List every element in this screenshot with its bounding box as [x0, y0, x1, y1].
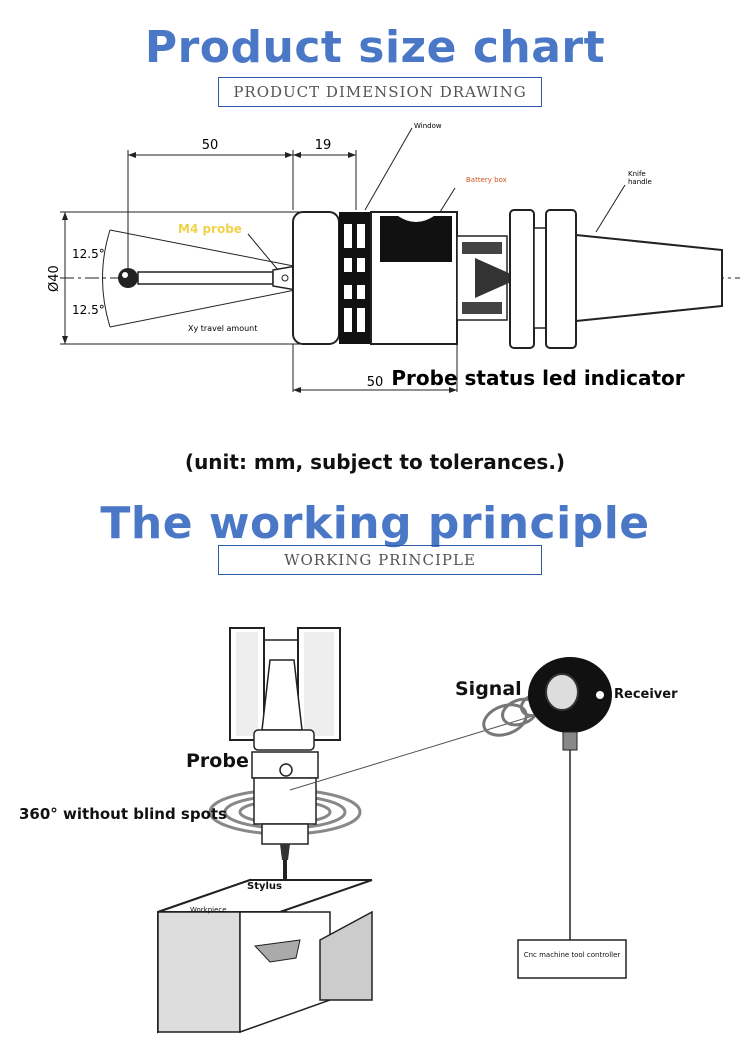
- working-principle-title: The working principle: [100, 498, 650, 549]
- receiver-label: Receiver: [614, 687, 678, 702]
- probe-body: [253, 777, 317, 825]
- led-indicator-label: Probe status led indicator: [391, 366, 684, 390]
- dim-50-bottom-label: 50: [367, 375, 384, 390]
- angle-top-label: 12.5°: [72, 247, 105, 261]
- window-label: Window: [414, 122, 442, 130]
- diameter-label: Ø40: [47, 265, 62, 292]
- workpiece-label: Workpiece: [190, 906, 227, 914]
- dimension-subtitle: PRODUCT DIMENSION DRAWING: [233, 83, 527, 101]
- dimension-drawing: 50 19 Ø40 12.5° 12.5° Xy travel amount M…: [47, 122, 740, 393]
- xy-travel-label: Xy travel amount: [188, 324, 257, 333]
- knife-handle-taper: [575, 233, 723, 323]
- led-window: [279, 763, 293, 777]
- probe-label: Probe: [186, 750, 249, 772]
- dim-19-label: 19: [315, 138, 332, 153]
- battery-box: [380, 216, 452, 262]
- tool-holder: [261, 659, 303, 731]
- signal-ring-1: [482, 703, 528, 737]
- probe-body-front: [292, 211, 340, 345]
- dim-50-top-label: 50: [202, 138, 219, 153]
- size-chart-title: Product size chart: [144, 22, 606, 73]
- signal-label: Signal: [455, 678, 522, 700]
- receiver-body: [528, 657, 612, 733]
- xy-travel-arc: [102, 229, 111, 328]
- stylus-label: Stylus: [247, 881, 282, 892]
- controller-label: Cnc machine tool controller: [523, 951, 621, 959]
- stylus-ball: [118, 268, 138, 288]
- m4-probe-label: M4 probe: [178, 222, 242, 236]
- unit-note: (unit: mm, subject to tolerances.): [184, 450, 566, 474]
- stylus-shaft: [137, 271, 274, 285]
- dimension-subtitle-box: PRODUCT DIMENSION DRAWING: [218, 77, 542, 107]
- probe-window-band: [339, 212, 371, 344]
- angle-bottom-label: 12.5°: [72, 303, 105, 317]
- principle-subtitle: WORKING PRINCIPLE: [284, 551, 476, 569]
- flange: [509, 209, 535, 349]
- battery-box-label: Battery box: [466, 176, 507, 184]
- signal-ring-outer: [208, 788, 362, 836]
- no-blind-spots-label: 360° without blind spots: [19, 805, 227, 823]
- workpiece: [157, 878, 251, 1034]
- principle-subtitle-box: WORKING PRINCIPLE: [218, 545, 542, 575]
